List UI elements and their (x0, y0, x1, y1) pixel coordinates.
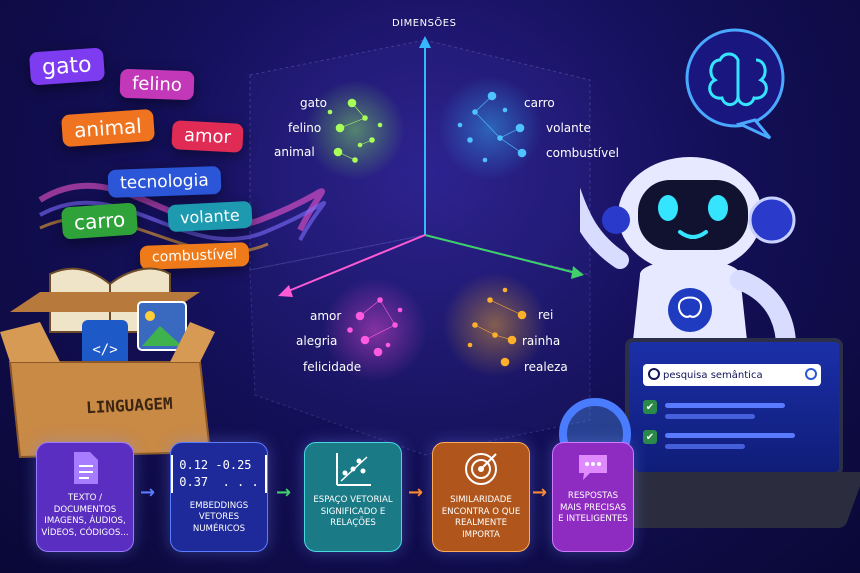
pipeline-step-vector-space: ESPAÇO VETORIAL SIGNIFICADO E RELAÇÕES (304, 442, 402, 552)
step-2-title: EMBEDDINGS (189, 500, 249, 511)
cluster-label-carro: carro (524, 96, 555, 110)
vector-value-ellipsis: . . . (222, 474, 259, 489)
document-icon (74, 452, 98, 484)
word-tag-gato: gato (28, 47, 105, 86)
pipeline-step-input: TEXTO / DOCUMENTOS IMAGENS, ÁUDIOS, VÍDE… (36, 442, 134, 552)
vector-value-2: -0.25 (215, 458, 252, 472)
vector-value-3: 0.37 (179, 474, 209, 489)
step-5-sub2: E INTELIGENTES (558, 514, 628, 525)
result-1-line (665, 403, 785, 408)
brain-icon (708, 52, 768, 106)
cluster-label-gato: gato (300, 96, 328, 110)
cluster-label-felino: felino (288, 121, 322, 135)
scatter-icon (336, 453, 371, 486)
step-1-title: TEXTO / DOCUMENTOS (53, 493, 117, 515)
search-icon (648, 368, 660, 380)
search-input[interactable]: pesquisa semântica (663, 369, 763, 381)
semantic-search-bar[interactable]: pesquisa semântica (643, 364, 821, 386)
step-1-sub2: VÍDEOS, CÓDIGOS... (41, 527, 129, 538)
step-4-title: SIMILARIDADE (450, 495, 512, 505)
pipeline-step-similarity: SIMILARIDADE ENCONTRA O QUE REALMENTE IM… (432, 442, 530, 552)
target-icon (465, 453, 497, 485)
cluster-label-combustivel: combustível (546, 146, 619, 160)
step-5-title: RESPOSTAS (567, 491, 619, 501)
step-3-title: ESPAÇO VETORIAL (313, 495, 393, 505)
word-tag-felino: felino (119, 68, 195, 101)
svg-text:</>: </> (92, 342, 117, 358)
step-1-sub1: IMAGENS, ÁUDIOS, (44, 516, 126, 527)
pipeline-step-embeddings: 0.12 -0.25 0.37 . . . EMBEDDINGS VETORES… (170, 442, 268, 552)
chat-icon (579, 455, 607, 480)
search-button-icon[interactable] (805, 368, 817, 380)
vector-value-1: 0.12 (179, 458, 209, 472)
cluster-label-amor: amor (310, 309, 342, 323)
dimensions-axis-label: DIMENSÕES (392, 18, 457, 29)
cluster-label-rei: rei (538, 308, 554, 322)
step-4-sub1: ENCONTRA O QUE (441, 506, 521, 517)
step-3-sub1: SIGNIFICADO E RELAÇÕES (320, 506, 386, 529)
cluster-label-volante: volante (546, 121, 591, 135)
arrow-icon-3: → (408, 482, 424, 503)
cluster-label-realeza: realeza (524, 360, 568, 374)
word-tag-animal: animal (60, 108, 155, 148)
word-tag-amor: amor (171, 120, 244, 153)
result-2-subline (665, 444, 745, 449)
cluster-label-alegria: alegria (296, 334, 338, 348)
step-5-sub1: MAIS PRECISAS (559, 502, 627, 513)
word-tag-carro: carro (60, 202, 139, 240)
result-2-line (665, 433, 795, 438)
pipeline-step-answers: RESPOSTAS MAIS PRECISAS E INTELIGENTES (552, 442, 634, 552)
cluster-label-felicidade: felicidade (303, 360, 362, 374)
arrow-icon-1: → (140, 482, 156, 503)
vector-icon: 0.12 -0.25 0.37 . . . (171, 455, 267, 493)
cluster-label-animal: animal (274, 145, 315, 159)
result-2-check-icon: ✔ (643, 430, 657, 444)
result-1-check-icon: ✔ (643, 400, 657, 414)
cluster-label-rainha: rainha (522, 334, 561, 348)
result-1-subline (665, 414, 755, 419)
word-tag-volante: volante (167, 200, 253, 233)
robot-illustration (580, 28, 797, 375)
step-4-sub2: REALMENTE IMPORTA (454, 518, 508, 540)
arrow-icon-2: → (276, 482, 292, 503)
language-box-illustration: </> (0, 267, 215, 459)
arrow-icon-4: → (532, 482, 548, 503)
step-2-sub1: VETORES NUMÉRICOS (192, 512, 246, 534)
word-tag-tecnologia: tecnologia (107, 166, 222, 198)
